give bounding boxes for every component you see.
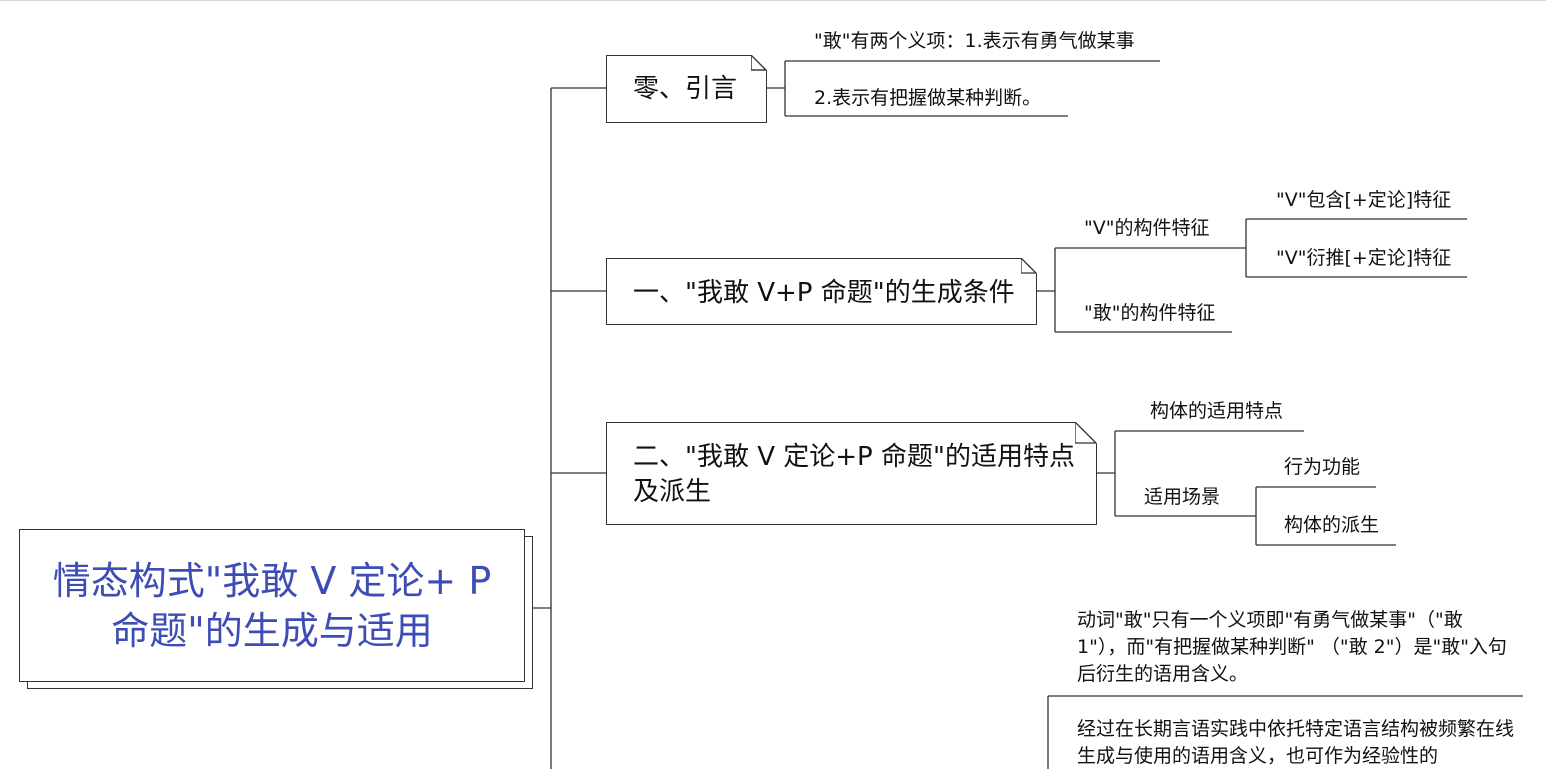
leaf-behavior-function[interactable]: 行为功能: [1284, 456, 1361, 478]
branch-label-line2: 及派生: [633, 477, 712, 507]
leaf-intro-meaning-1[interactable]: "敢"有两个义项：1.表示有勇气做某事: [814, 30, 1135, 52]
branch-label-line1: 二、"我敢 V 定论+P 命题"的适用特点: [633, 442, 1075, 472]
leaf-v-features[interactable]: "V"的构件特征: [1084, 217, 1210, 239]
leaf-gan-features[interactable]: "敢"的构件特征: [1084, 302, 1216, 324]
note-fold-icon: [1021, 258, 1037, 274]
top-border: [0, 0, 1546, 1]
note-paragraph-2[interactable]: 经过在长期言语实践中依托特定语言结构被频繁在线生成与使用的语用含义，也可作为经验…: [1077, 718, 1515, 767]
branch-node-application-features[interactable]: 二、"我敢 V 定论+P 命题"的适用特点 及派生: [606, 422, 1097, 525]
note-paragraph-1[interactable]: 动词"敢"只有一个义项即"有勇气做某事"（"敢 1"），而"有把握做某种判断" …: [1077, 609, 1507, 685]
note-fold-icon: [751, 55, 767, 71]
branch-node-intro[interactable]: 零、引言: [606, 55, 767, 123]
leaf-usage-scenarios[interactable]: 适用场景: [1144, 486, 1221, 508]
root-node[interactable]: 情态构式"我敢 V 定论+ P 命题"的生成与适用: [19, 529, 525, 682]
leaf-construction-derivation[interactable]: 构体的派生: [1284, 514, 1380, 536]
root-title: 情态构式"我敢 V 定论+ P 命题"的生成与适用: [52, 558, 492, 653]
branch-label: 一、"我敢 V+P 命题"的生成条件: [633, 278, 1015, 308]
branch-label: 零、引言: [633, 74, 738, 104]
branch-node-generation-conditions[interactable]: 一、"我敢 V+P 命题"的生成条件: [606, 258, 1037, 325]
leaf-intro-meaning-2[interactable]: 2.表示有把握做某种判断。: [814, 87, 1042, 109]
note-fold-icon: [1075, 422, 1097, 444]
leaf-v-contains-conclusion[interactable]: "V"包含[+定论]特征: [1276, 189, 1452, 211]
leaf-v-entails-conclusion[interactable]: "V"衍推[+定论]特征: [1276, 247, 1452, 269]
leaf-construction-features[interactable]: 构体的适用特点: [1150, 400, 1284, 422]
